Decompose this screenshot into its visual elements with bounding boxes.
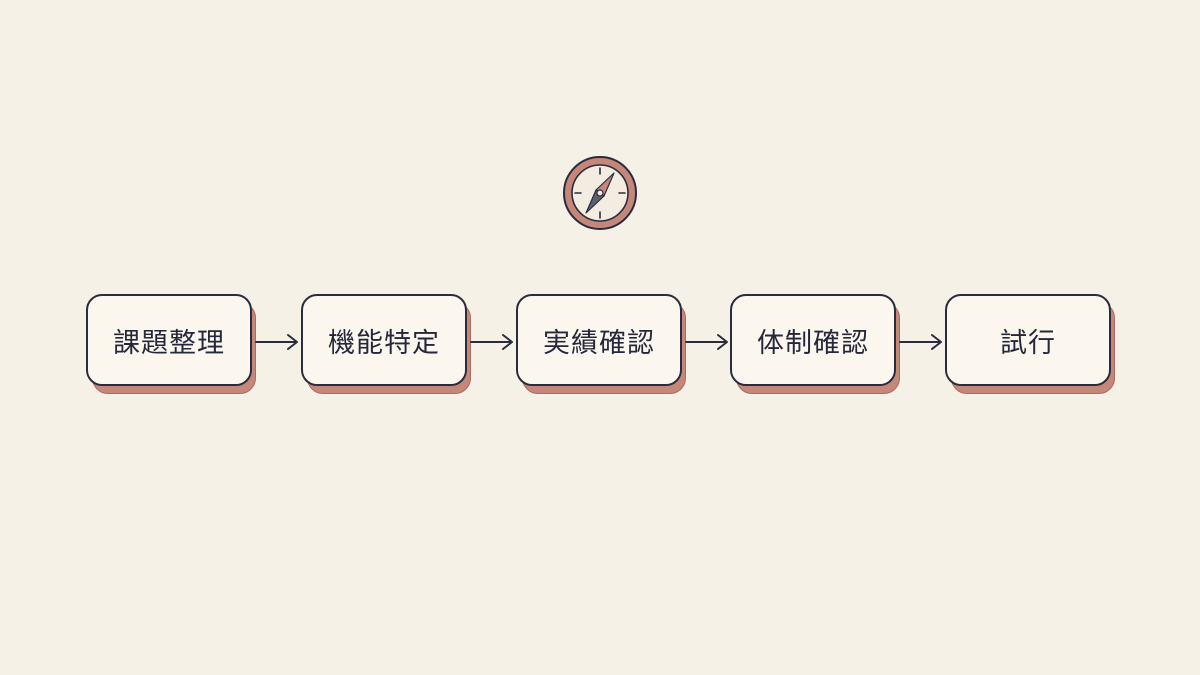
step-5-label: 試行 [1000, 327, 1056, 359]
step-3-card: 実績確認 [516, 294, 682, 386]
arrow-4-to-5 [899, 334, 942, 350]
arrow-1-to-2 [255, 334, 298, 350]
step-4-card: 体制確認 [730, 294, 896, 386]
step-5: 試行 [945, 294, 1115, 394]
step-1-card: 課題整理 [86, 294, 252, 386]
arrow-2-to-3 [470, 334, 513, 350]
step-2-label: 機能特定 [328, 327, 440, 359]
step-2: 機能特定 [301, 294, 471, 394]
step-1: 課題整理 [86, 294, 256, 394]
arrow-3-to-4 [685, 334, 728, 350]
step-3: 実績確認 [516, 294, 686, 394]
step-2-card: 機能特定 [301, 294, 467, 386]
step-3-label: 実績確認 [543, 327, 655, 359]
step-4-label: 体制確認 [757, 327, 869, 359]
compass-icon [563, 156, 637, 230]
step-4: 体制確認 [730, 294, 900, 394]
step-5-card: 試行 [945, 294, 1111, 386]
step-1-label: 課題整理 [113, 327, 225, 359]
